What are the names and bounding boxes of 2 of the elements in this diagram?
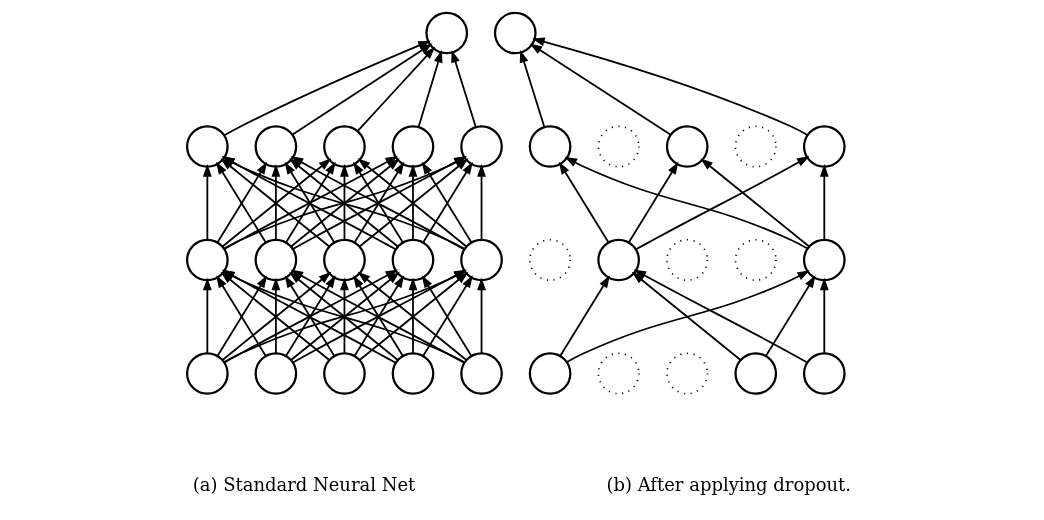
label: (b) After applying dropout. <box>606 474 852 496</box>
label: (a) Standard Neural Net <box>192 474 416 496</box>
